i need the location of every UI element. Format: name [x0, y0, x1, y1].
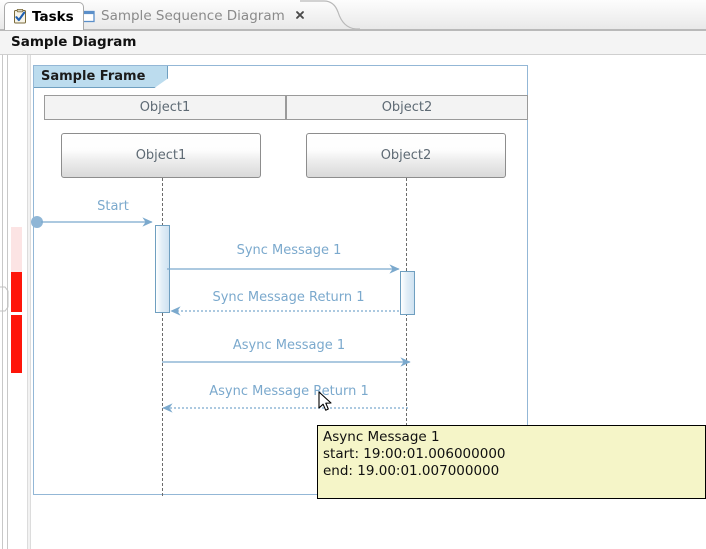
message-label-async-message-1[interactable]: Async Message 1 — [232, 338, 346, 353]
tab-strip-curve — [300, 0, 360, 30]
message-label-start[interactable]: Start — [97, 199, 129, 214]
message-label-sync-message-1[interactable]: Sync Message 1 — [236, 243, 342, 258]
marker-range-3[interactable] — [11, 315, 22, 373]
tab-sample-sequence-diagram[interactable]: Sample Sequence Diagram — [73, 2, 314, 30]
lifeline-head-object1-label: Object1 — [135, 148, 187, 163]
tooltip-end: end: 19.00:01.007000000 — [323, 463, 500, 479]
lifeline-head-object2[interactable]: Object2 — [306, 133, 506, 178]
message-label-async-message-return-1[interactable]: Async Message Return 1 — [209, 384, 369, 399]
marker-gutter[interactable] — [0, 55, 31, 549]
gutter-separator — [27, 55, 31, 549]
tab-tasks[interactable]: Tasks — [4, 2, 84, 30]
diagram-canvas[interactable]: Sample Frame Object1 Object2 Object1 Obj… — [0, 55, 706, 549]
column-header-object1-label: Object1 — [139, 100, 191, 115]
gutter-rule-1 — [2, 55, 3, 549]
tooltip-start: start: 19:00:01.006000000 — [323, 446, 506, 462]
column-header-object1[interactable]: Object1 — [44, 95, 286, 120]
message-label-sync-message-return-1[interactable]: Sync Message Return 1 — [212, 290, 365, 305]
tab-bar-underline — [0, 29, 706, 31]
tab-bar-background — [0, 0, 706, 30]
sequence-frame[interactable]: Sample Frame Object1 Object2 Object1 Obj… — [33, 65, 528, 496]
column-header-object2-label: Object2 — [381, 100, 433, 115]
editor-tab-bar: Tasks Sample Sequence Diagram — [0, 0, 706, 31]
tab-sample-sequence-diagram-label: Sample Sequence Diagram — [101, 8, 285, 24]
page-title: Sample Diagram — [11, 34, 137, 50]
clipboard-check-icon — [13, 9, 27, 24]
tab-tasks-label: Tasks — [32, 8, 74, 25]
lifeline-head-object2-label: Object2 — [380, 148, 432, 163]
document-icon — [82, 10, 95, 23]
frame-label-tag: Sample Frame — [34, 66, 168, 88]
marker-range-2[interactable] — [11, 272, 22, 312]
frame-label: Sample Frame — [41, 69, 146, 84]
mouse-cursor — [318, 391, 332, 411]
column-header-object2[interactable]: Object2 — [286, 95, 528, 120]
editor-title-strip: Sample Diagram — [0, 31, 706, 55]
marker-range-1[interactable] — [11, 227, 22, 272]
lifeline-object2 — [406, 178, 407, 496]
message-tooltip: Async Message 1 start: 19:00:01.00600000… — [317, 425, 706, 499]
lifeline-object1 — [162, 178, 163, 496]
lifeline-head-object1[interactable]: Object1 — [61, 133, 261, 178]
activation-bar-object1[interactable] — [155, 225, 170, 313]
activation-bar-object2[interactable] — [400, 271, 415, 315]
tooltip-title: Async Message 1 — [323, 429, 440, 445]
close-icon[interactable] — [294, 10, 306, 22]
gutter-notch-icon — [0, 286, 9, 312]
